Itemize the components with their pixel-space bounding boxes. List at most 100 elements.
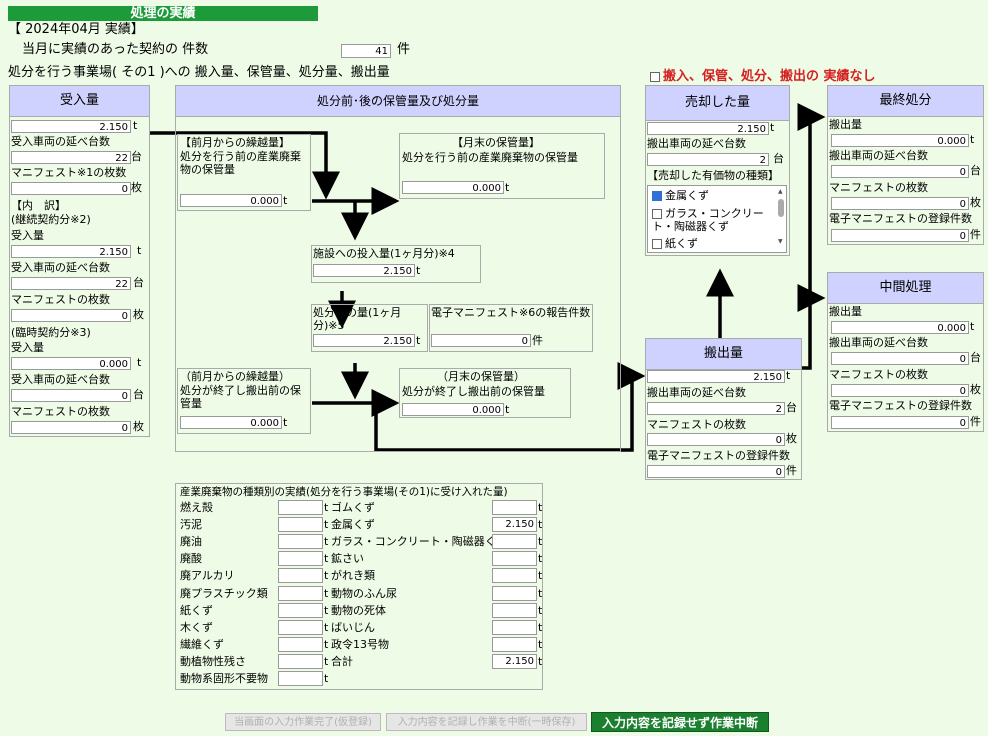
- waste-type-label-right: 鉱さい: [331, 552, 364, 565]
- continuous-amount-label: 受入量: [11, 229, 44, 242]
- carry-out-amount[interactable]: 2.150: [647, 370, 785, 383]
- unit-vehicles: 台: [131, 150, 142, 163]
- waste-type-field-left[interactable]: [278, 534, 323, 549]
- carry-out-vehicles[interactable]: 2: [647, 402, 785, 415]
- intake-vehicles[interactable]: 22: [11, 151, 131, 164]
- waste-type-field-right[interactable]: [492, 586, 537, 601]
- intake-amount[interactable]: 2.150: [11, 120, 131, 133]
- unit-t: t: [324, 672, 329, 685]
- scrollbar[interactable]: ▲ ▼: [778, 189, 784, 249]
- unit-t: t: [283, 416, 288, 429]
- carry-out-emanifest[interactable]: 0: [647, 465, 785, 478]
- intermediate-emanifest[interactable]: 0: [831, 416, 969, 429]
- emanifest-value[interactable]: 0: [431, 334, 531, 347]
- save-suspend-button[interactable]: 入力内容を記録し作業を中断(一時保存): [386, 713, 587, 731]
- unit-t: t: [324, 621, 329, 634]
- temporary-amount[interactable]: 0.000: [11, 357, 131, 370]
- waste-type-label-left: 動植物性残さ: [180, 655, 246, 668]
- waste-type-field-left[interactable]: [278, 620, 323, 635]
- unit-sheets: 枚: [970, 196, 981, 209]
- intermediate-amount[interactable]: 0.000: [831, 321, 969, 334]
- sold-type-label: 紙くず: [665, 237, 698, 250]
- discard-suspend-button[interactable]: 入力内容を記録せず作業中断: [591, 712, 769, 732]
- waste-type-label-left: 繊維くず: [180, 638, 224, 651]
- sold-type-item[interactable]: 紙くず: [652, 237, 698, 250]
- final-emanifest[interactable]: 0: [831, 229, 969, 242]
- scroll-thumb[interactable]: [778, 199, 784, 217]
- waste-type-field-left[interactable]: [278, 586, 323, 601]
- sold-types-list[interactable]: 金属くず ガラス・コンクリート・陶磁器くず 紙くず ▲ ▼: [647, 185, 787, 253]
- after-value[interactable]: 2.150: [313, 334, 415, 347]
- unit-t: t: [324, 604, 329, 617]
- sold-type-item[interactable]: ガラス・コンクリート・陶磁器くず: [652, 207, 772, 233]
- no-record-option[interactable]: 搬入、保管、処分、搬出の 実績なし: [650, 65, 876, 84]
- sold-amount[interactable]: 2.150: [647, 122, 769, 135]
- waste-types-title: 産業廃棄物の種類別の実績(処分を行う事業場(その1)に受け入れた量): [180, 486, 508, 498]
- waste-type-field-right[interactable]: 2.150: [492, 654, 537, 669]
- month-end-before-value[interactable]: 0.000: [402, 181, 504, 194]
- intermediate-vehicles-label: 搬出車両の延べ台数: [829, 336, 928, 349]
- month-end-after-value[interactable]: 0.000: [402, 403, 504, 416]
- month-end-after-title: （月末の保管量）: [437, 370, 525, 383]
- intake-manifest[interactable]: 0: [11, 182, 131, 195]
- waste-type-field-left[interactable]: [278, 517, 323, 532]
- waste-type-field-right[interactable]: [492, 568, 537, 583]
- waste-type-field-right[interactable]: [492, 551, 537, 566]
- final-vehicles[interactable]: 0: [831, 165, 969, 178]
- input-box: [311, 245, 481, 283]
- sold-type-item[interactable]: 金属くず: [652, 189, 709, 202]
- report-period: 【 2024年04月 実績】: [8, 22, 144, 37]
- checkbox-icon[interactable]: [652, 239, 662, 249]
- intermediate-header: 中間処理: [828, 273, 983, 304]
- waste-type-field-left[interactable]: [278, 568, 323, 583]
- unit-t: t: [505, 181, 510, 194]
- waste-type-field-left[interactable]: [278, 551, 323, 566]
- waste-type-field-left[interactable]: [278, 654, 323, 669]
- continuous-vehicles[interactable]: 22: [11, 277, 131, 290]
- unit-t: t: [324, 518, 329, 531]
- waste-types-panel: [175, 483, 543, 690]
- waste-type-field-left[interactable]: [278, 671, 323, 686]
- scroll-down-icon[interactable]: ▼: [778, 238, 783, 245]
- waste-type-field-right[interactable]: [492, 603, 537, 618]
- intermediate-manifest[interactable]: 0: [831, 384, 969, 397]
- temporary-manifest[interactable]: 0: [11, 421, 131, 434]
- complete-button[interactable]: 当画面の入力作業完了(仮登録): [225, 713, 381, 731]
- carry-out-header: 搬出量: [646, 339, 801, 370]
- unit-vehicles: 台: [786, 401, 797, 414]
- waste-type-label-right: がれき類: [331, 569, 375, 582]
- intermediate-vehicles[interactable]: 0: [831, 352, 969, 365]
- checkbox-icon[interactable]: [652, 209, 662, 219]
- waste-type-label-right: 金属くず: [331, 518, 375, 531]
- continuous-amount[interactable]: 2.150: [11, 245, 131, 258]
- waste-type-field-right[interactable]: [492, 500, 537, 515]
- temporary-vehicles[interactable]: 0: [11, 389, 131, 402]
- unit-t: t: [137, 244, 142, 257]
- waste-type-field-right[interactable]: [492, 534, 537, 549]
- waste-type-label-left: 廃アルカリ: [180, 569, 235, 582]
- sold-types-label: 【売却した有価物の種類】: [647, 169, 779, 182]
- contract-count-field[interactable]: 41: [341, 44, 391, 58]
- waste-type-field-left[interactable]: [278, 637, 323, 652]
- input-value[interactable]: 2.150: [313, 264, 415, 277]
- no-record-checkbox[interactable]: [650, 71, 660, 82]
- waste-type-field-right[interactable]: 2.150: [492, 517, 537, 532]
- carry-out-manifest[interactable]: 0: [647, 433, 785, 446]
- final-manifest[interactable]: 0: [831, 197, 969, 210]
- continuous-label: (継続契約分※2): [11, 213, 91, 226]
- continuous-manifest[interactable]: 0: [11, 309, 131, 322]
- waste-type-field-left[interactable]: [278, 603, 323, 618]
- carry-before-value[interactable]: 0.000: [180, 194, 282, 207]
- sold-vehicles[interactable]: 2: [647, 153, 769, 166]
- unit-t: t: [538, 655, 543, 668]
- carry-after-value[interactable]: 0.000: [180, 416, 282, 429]
- waste-type-field-left[interactable]: [278, 500, 323, 515]
- final-amount[interactable]: 0.000: [831, 134, 969, 147]
- breakdown-label: 【内 訳】: [11, 199, 66, 212]
- checkbox-checked-icon[interactable]: [652, 191, 662, 201]
- unit-sheets: 枚: [133, 308, 144, 321]
- process-panel: 処分前･後の保管量及び処分量: [175, 85, 621, 452]
- scroll-up-icon[interactable]: ▲: [778, 188, 783, 195]
- waste-type-field-right[interactable]: [492, 637, 537, 652]
- waste-type-field-right[interactable]: [492, 620, 537, 635]
